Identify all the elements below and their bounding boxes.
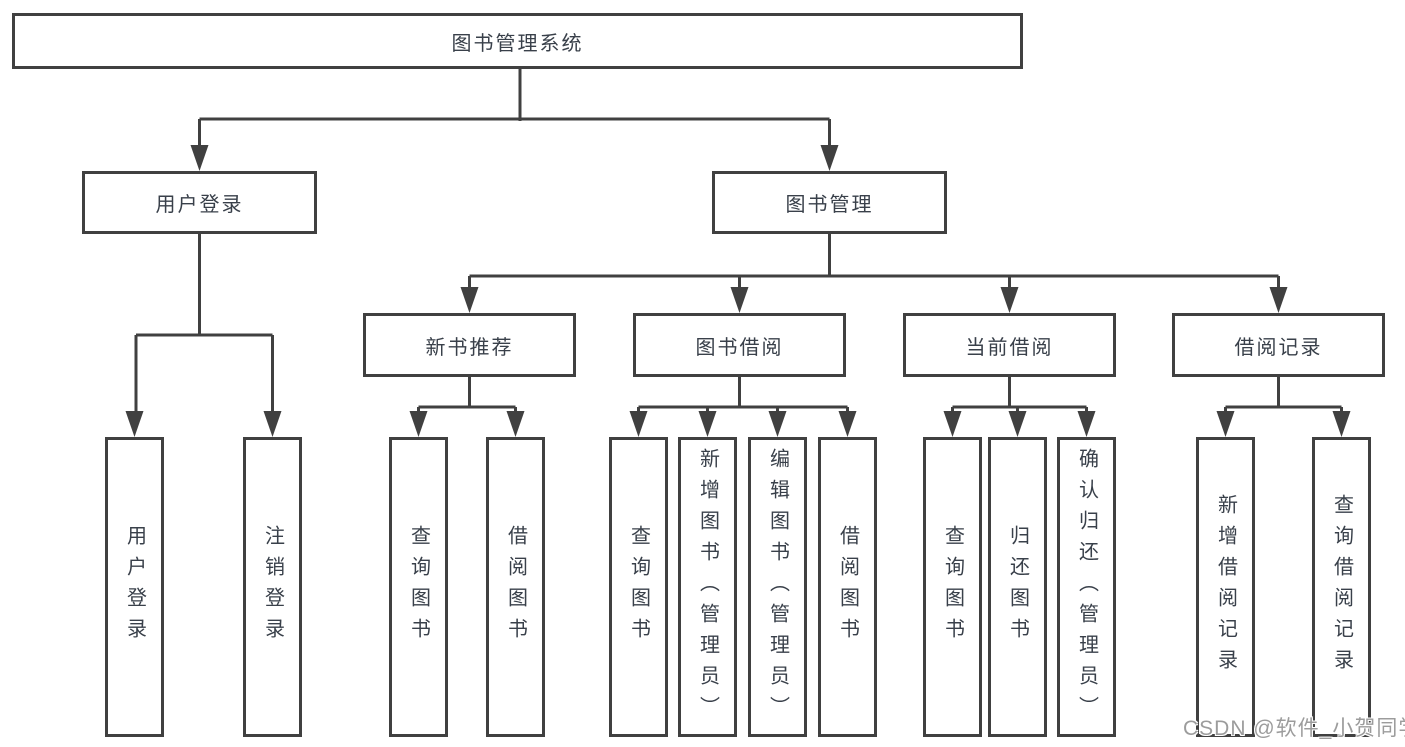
node-book-borrow: 图书借阅 — [633, 313, 846, 377]
leaf-label: 查询图书 — [941, 525, 964, 649]
leaf-label: 借阅图书 — [836, 525, 859, 649]
leaf-query-book: 查询图书 — [609, 437, 668, 737]
leaf-add-borrow-record: 新增借阅记录 — [1196, 437, 1255, 737]
leaf-label: 新增借阅记录 — [1214, 494, 1237, 680]
arrow-down-icon — [460, 287, 479, 313]
arrow-down-icon — [1000, 287, 1019, 313]
node-borrow-record: 借阅记录 — [1172, 313, 1385, 377]
arrow-down-icon — [698, 411, 717, 437]
leaf-label: 用户登录 — [123, 525, 146, 649]
leaf-label: 确认归还（管理员） — [1075, 447, 1098, 727]
arrow-down-icon — [943, 411, 962, 437]
node-user-login: 用户登录 — [82, 171, 317, 234]
node-new-book-recommend: 新书推荐 — [363, 313, 576, 377]
arrow-down-icon — [768, 411, 787, 437]
leaf-label: 借阅图书 — [504, 525, 527, 649]
arrow-down-icon — [409, 411, 428, 437]
leaf-user-login: 用户登录 — [105, 437, 164, 737]
arrowheads-group — [125, 145, 1351, 437]
arrow-down-icon — [730, 287, 749, 313]
arrow-down-icon — [629, 411, 648, 437]
node-label: 当前借阅 — [965, 336, 1054, 359]
arrow-down-icon — [1269, 287, 1288, 313]
leaf-label: 新增图书（管理员） — [696, 447, 719, 727]
leaf-add-book-admin: 新增图书（管理员） — [678, 437, 737, 737]
leaf-query-book: 查询图书 — [923, 437, 982, 737]
leaf-borrow-book: 借阅图书 — [486, 437, 545, 737]
arrow-down-icon — [838, 411, 857, 437]
arrow-down-icon — [1008, 411, 1027, 437]
csdn-watermark: CSDN @软件_小贺同学 — [1183, 717, 1405, 740]
leaf-edit-book-admin: 编辑图书（管理员） — [748, 437, 807, 737]
leaf-label: 查询图书 — [407, 525, 430, 649]
arrow-down-icon — [1216, 411, 1235, 437]
leaf-label: 注销登录 — [261, 525, 284, 649]
leaf-confirm-return-admin: 确认归还（管理员） — [1057, 437, 1116, 737]
arrow-down-icon — [263, 411, 282, 437]
node-label: 新书推荐 — [425, 336, 514, 359]
leaf-return-book: 归还图书 — [988, 437, 1047, 737]
node-label: 图书借阅 — [695, 336, 784, 359]
leaf-label: 查询借阅记录 — [1330, 494, 1353, 680]
leaf-borrow-book: 借阅图书 — [818, 437, 877, 737]
node-library-management-system: 图书管理系统 — [12, 13, 1023, 69]
arrow-down-icon — [506, 411, 525, 437]
node-current-borrow: 当前借阅 — [903, 313, 1116, 377]
arrow-down-icon — [190, 145, 209, 171]
arrow-down-icon — [125, 411, 144, 437]
leaf-logout: 注销登录 — [243, 437, 302, 737]
leaf-label: 查询图书 — [627, 525, 650, 649]
arrow-down-icon — [1332, 411, 1351, 437]
node-label: 用户登录 — [155, 194, 244, 216]
arrow-down-icon — [820, 145, 839, 171]
node-label: 图书管理系统 — [451, 32, 584, 55]
leaf-query-borrow-record: 查询借阅记录 — [1312, 437, 1371, 737]
leaf-query-book: 查询图书 — [389, 437, 448, 737]
arrow-down-icon — [1077, 411, 1096, 437]
node-label: 借阅记录 — [1234, 336, 1323, 359]
leaf-label: 编辑图书（管理员） — [766, 447, 789, 727]
node-label: 图书管理 — [785, 194, 874, 216]
node-book-management: 图书管理 — [712, 171, 947, 234]
leaf-label: 归还图书 — [1006, 525, 1029, 649]
